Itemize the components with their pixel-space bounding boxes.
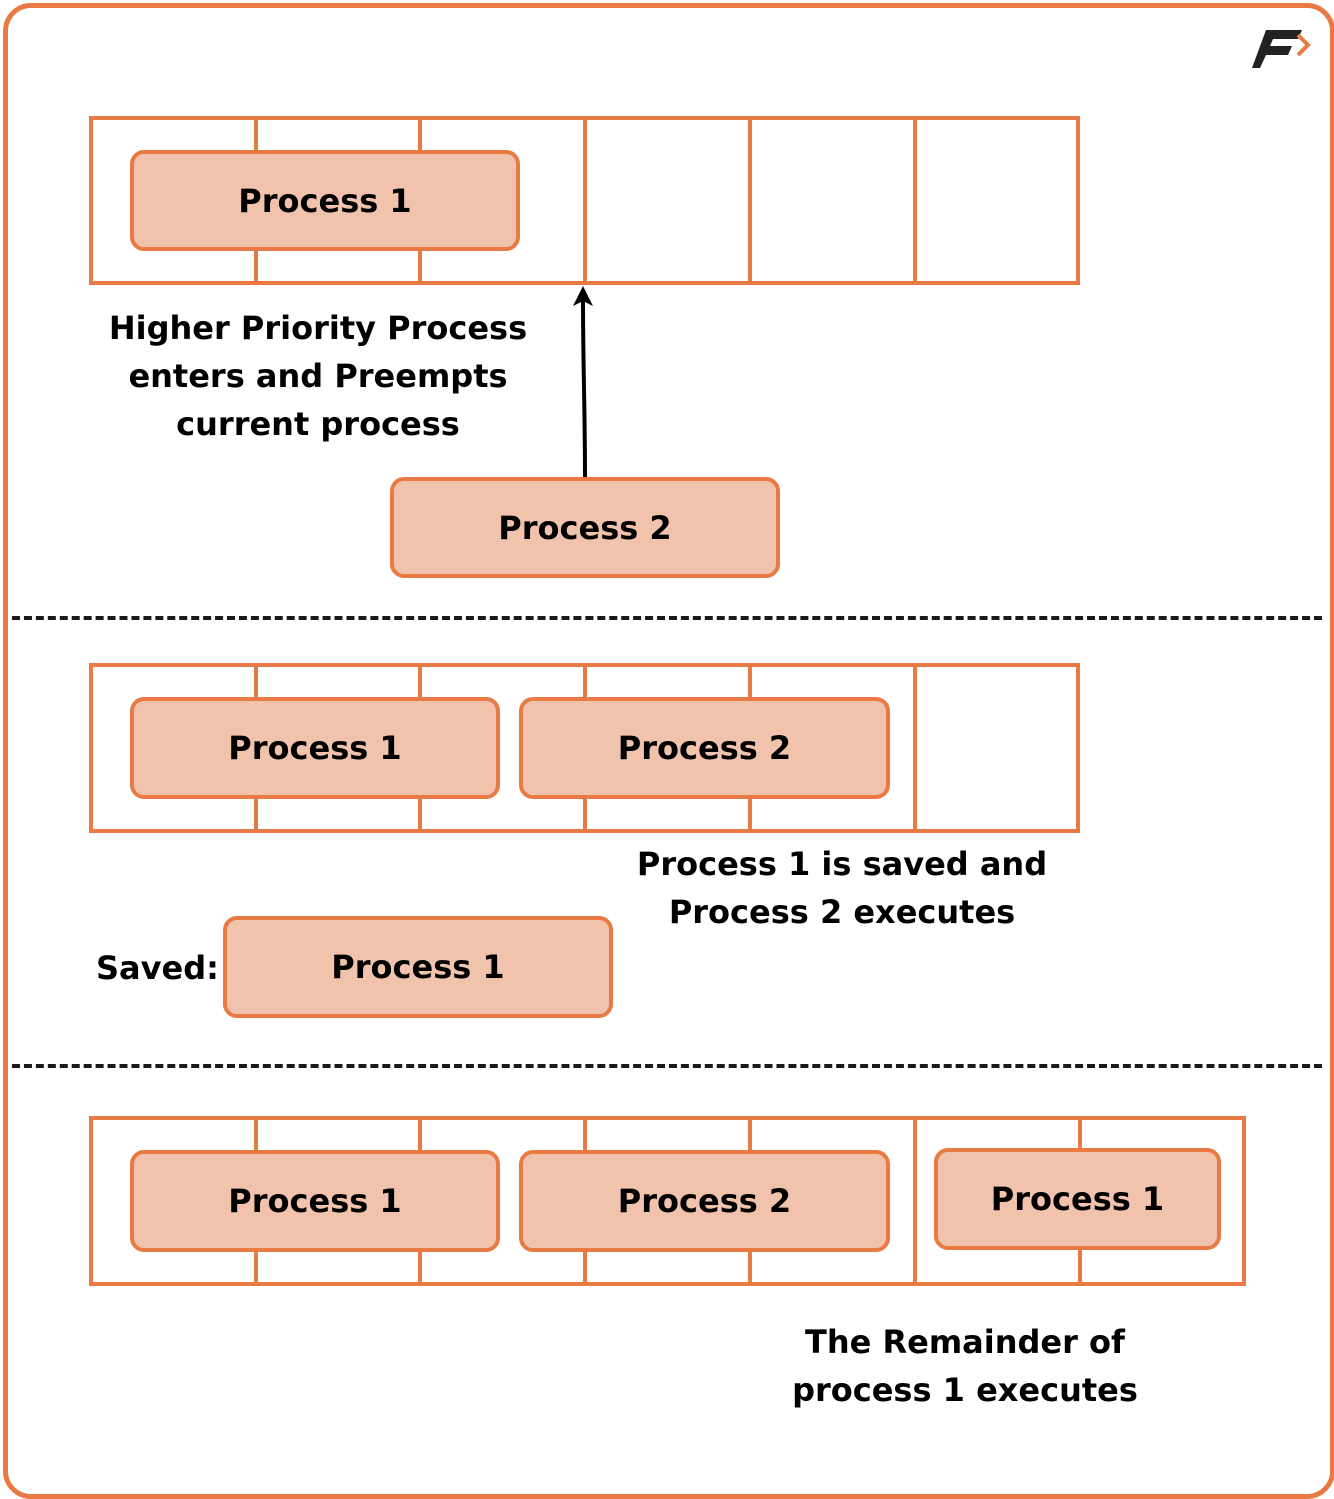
time-slot [752,120,917,281]
process-label: Process 1 [990,1180,1165,1218]
process-2-block: Process 2 [519,697,890,799]
caption-line: enters and Preempts [128,357,508,395]
time-slot [422,120,587,281]
stage-divider [12,616,1322,620]
process-label: Process 1 [238,181,412,220]
preempt-arrow-icon [573,286,593,479]
time-slot [587,120,752,281]
caption-line: process 1 executes [792,1371,1138,1409]
time-slot [752,1120,917,1282]
time-slot [752,667,917,829]
preempt-caption: Higher Priority Process enters and Preem… [100,304,536,448]
caption-line: Process 2 executes [668,893,1016,931]
process-label: Process 2 [617,729,792,767]
saved-process-1-block: Process 1 [223,916,613,1018]
saved-caption: Process 1 is saved and Process 2 execute… [620,840,1064,936]
time-slot [917,120,1076,281]
process-label: Process 1 [331,948,505,986]
process-1-block: Process 1 [130,150,520,251]
caption-line: Higher Priority Process [108,309,528,347]
process-label: Process 2 [498,508,672,547]
brand-f-logo-icon [1252,30,1311,68]
process-1-remainder-block: Process 1 [934,1148,1221,1250]
remainder-caption: The Remainder of process 1 executes [760,1318,1170,1414]
process-1-block: Process 1 [130,1150,500,1252]
caption-line: The Remainder of [805,1323,1125,1361]
process-label: Process 1 [228,1182,402,1220]
stage-divider [12,1064,1322,1068]
saved-label: Saved: [96,949,219,987]
process-2-incoming-block: Process 2 [390,477,780,578]
time-slot [917,667,1076,829]
process-1-block: Process 1 [130,697,500,799]
process-label: Process 2 [617,1182,792,1220]
caption-line: current process [176,405,460,443]
process-label: Process 1 [228,729,402,767]
process-2-block: Process 2 [519,1150,890,1252]
caption-line: Process 1 is saved and [636,845,1048,883]
